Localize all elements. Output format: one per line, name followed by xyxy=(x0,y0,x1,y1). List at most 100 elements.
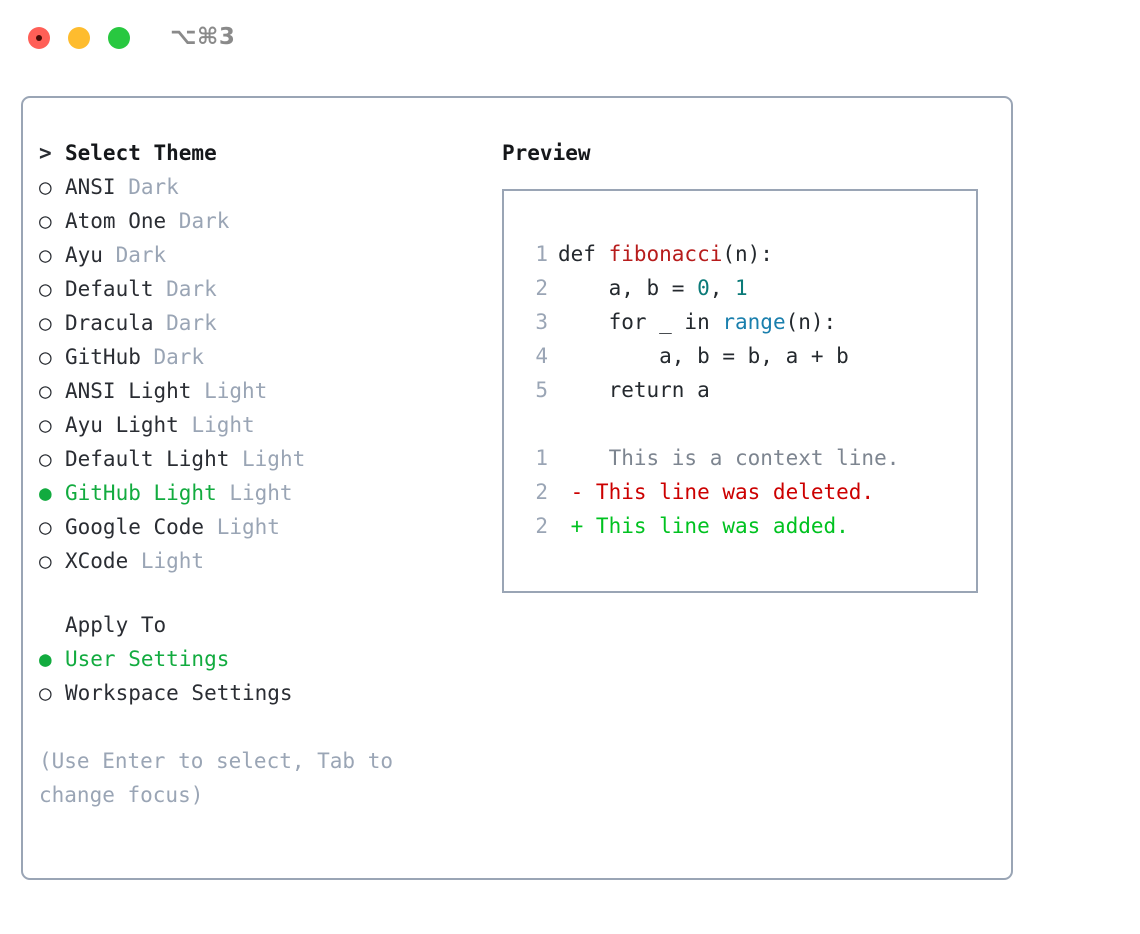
maximize-window-button[interactable] xyxy=(108,27,130,49)
code-token: , xyxy=(709,276,736,300)
line-number: 1 xyxy=(535,242,548,266)
code-token: (n): xyxy=(785,310,837,334)
radio-unselected-icon: ○ xyxy=(39,515,52,539)
theme-list-item[interactable]: ○ ANSI Light Light xyxy=(39,374,479,408)
apply-to-item[interactable]: ● User Settings xyxy=(39,642,479,676)
theme-category-tag: Light xyxy=(178,413,255,437)
code-token: 1 xyxy=(735,276,748,300)
code-token: return a xyxy=(558,378,710,402)
code-line: 2 a, b = 0, 1 xyxy=(522,271,976,305)
theme-category-tag: Dark xyxy=(102,243,167,267)
theme-name: Google Code xyxy=(65,515,205,539)
code-token: a, b = b, a + b xyxy=(558,344,849,368)
code-token: for _ in xyxy=(558,310,723,334)
radio-unselected-icon: ○ xyxy=(39,277,52,301)
theme-name: ANSI Light xyxy=(65,379,192,403)
theme-name: Atom One xyxy=(65,209,167,233)
code-spacer xyxy=(522,407,976,441)
window-title: ⌥⌘3 xyxy=(170,24,236,50)
code-line: 1 def fibonacci(n): xyxy=(522,237,976,271)
radio-unselected-icon: ○ xyxy=(39,413,52,437)
line-number: 2 xyxy=(535,514,548,538)
theme-name: ANSI xyxy=(65,175,116,199)
theme-list-item[interactable]: ○Dracula Dark xyxy=(39,306,479,340)
dialog-panel: >Select Theme ○ANSI Dark○Atom One Dark○A… xyxy=(21,96,1013,880)
theme-list-item[interactable]: ○ANSI Dark xyxy=(39,170,479,204)
line-number: 5 xyxy=(535,378,548,402)
apply-to-item[interactable]: ○ Workspace Settings xyxy=(39,676,479,710)
prompt-caret-icon: > xyxy=(39,141,52,165)
theme-name: GitHub xyxy=(65,345,141,369)
theme-list-item[interactable]: ○ Ayu Light Light xyxy=(39,408,479,442)
radio-selected-icon: ● xyxy=(39,647,52,671)
select-theme-heading: > Select Theme xyxy=(39,136,479,170)
theme-picker-column: >Select Theme ○ANSI Dark○Atom One Dark○A… xyxy=(39,136,479,812)
close-window-button[interactable] xyxy=(28,27,50,49)
theme-category-tag: Dark xyxy=(153,311,217,335)
apply-to-item-label: User Settings xyxy=(65,647,230,671)
theme-category-tag: Light xyxy=(216,481,293,505)
theme-list-item[interactable]: ○ Default Light Light xyxy=(39,442,479,476)
diff-line: 2 + This line was added. xyxy=(522,509,976,543)
minimize-window-button[interactable] xyxy=(68,27,90,49)
radio-selected-icon: ● xyxy=(39,481,52,505)
diff-line-text: This is a context line. xyxy=(558,446,900,470)
radio-unselected-icon: ○ xyxy=(39,345,52,369)
select-theme-heading-label: Select Theme xyxy=(65,141,217,165)
theme-name: Dracula xyxy=(65,311,154,335)
code-token: def xyxy=(558,242,609,266)
code-line: 3 for _ in range(n): xyxy=(522,305,976,339)
theme-category-tag: Dark xyxy=(166,209,230,233)
theme-name: Ayu xyxy=(65,243,103,267)
code-token: fibonacci xyxy=(608,242,723,266)
radio-unselected-icon: ○ xyxy=(39,447,52,471)
line-number: 2 xyxy=(535,276,548,300)
line-number: 2 xyxy=(535,480,548,504)
diff-line-text: + This line was added. xyxy=(558,514,849,538)
theme-name: XCode xyxy=(65,549,129,573)
theme-category-tag: Dark xyxy=(140,345,205,369)
title-bar: ⌥⌘3 xyxy=(0,0,1140,78)
keyboard-hint: (Use Enter to select, Tab to change focu… xyxy=(39,749,394,807)
theme-category-tag: Light xyxy=(191,379,268,403)
code-line: 5 return a xyxy=(522,373,976,407)
diff-line: 1 This is a context line. xyxy=(522,441,976,475)
theme-category-tag: Dark xyxy=(153,277,217,301)
theme-list-item[interactable]: ● GitHub Light Light xyxy=(39,476,479,510)
code-token: 0 xyxy=(697,276,710,300)
apply-to-heading: ○Apply To xyxy=(39,608,479,642)
apply-to-list: ● User Settings ○ Workspace Settings xyxy=(39,642,479,710)
radio-unselected-icon: ○ xyxy=(39,549,52,573)
theme-list-item[interactable]: ○ Google Code Light xyxy=(39,510,479,544)
apply-to-marker-placeholder: ○ xyxy=(39,608,65,642)
theme-name: GitHub Light xyxy=(65,481,217,505)
radio-unselected-icon: ○ xyxy=(39,681,52,705)
theme-list-item[interactable]: ○Default Dark xyxy=(39,272,479,306)
theme-category-tag: Light xyxy=(204,515,280,539)
theme-list: ○ANSI Dark○Atom One Dark○Ayu Dark○Defaul… xyxy=(39,170,479,578)
code-token: a, b = xyxy=(558,276,698,300)
radio-unselected-icon: ○ xyxy=(39,209,52,233)
code-token: (n): xyxy=(722,242,773,266)
theme-name: Default Light xyxy=(65,447,230,471)
theme-list-item[interactable]: ○ Atom One Dark xyxy=(39,204,479,238)
line-number: 1 xyxy=(535,446,548,470)
code-token: range xyxy=(722,310,786,334)
theme-list-item[interactable]: ○ GitHub Dark xyxy=(39,340,479,374)
theme-list-item[interactable]: ○ Ayu Dark xyxy=(39,238,479,272)
theme-name: Ayu Light xyxy=(65,413,179,437)
apply-to-heading-label: Apply To xyxy=(65,613,167,637)
theme-category-tag: Light xyxy=(229,447,306,471)
apply-to-section: ○Apply To ●User Settings○Workspace Setti… xyxy=(39,608,479,710)
apply-to-item-label: Workspace Settings xyxy=(65,681,293,705)
radio-unselected-icon: ○ xyxy=(39,379,52,403)
theme-list-item[interactable]: ○ XCode Light xyxy=(39,544,479,578)
radio-unselected-icon: ○ xyxy=(39,243,52,267)
line-number: 4 xyxy=(535,344,548,368)
theme-category-tag: Light xyxy=(128,549,205,573)
preview-heading: Preview xyxy=(502,141,591,165)
